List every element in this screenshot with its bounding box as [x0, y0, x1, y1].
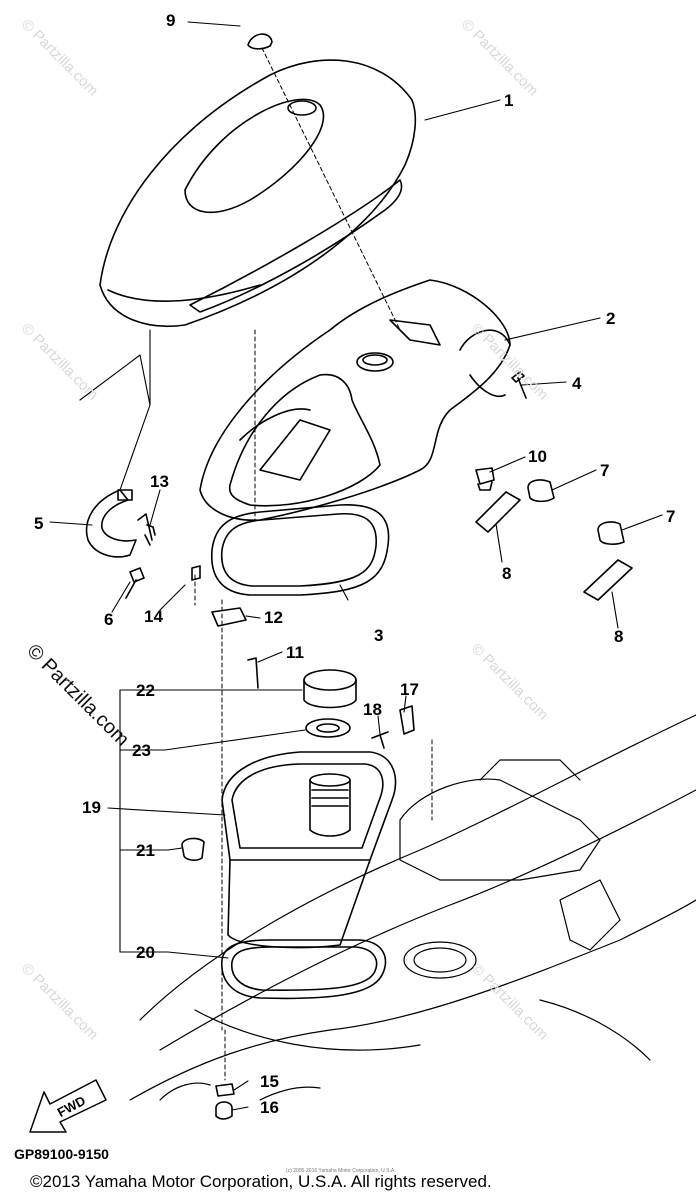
part-label-1: 1 [504, 91, 514, 110]
part-label-7: 7 [600, 461, 610, 480]
part-label-5: 5 [34, 514, 44, 533]
part-label-10: 10 [528, 447, 547, 466]
hood-cover [99, 33, 417, 327]
part-label-18: 18 [363, 700, 382, 719]
part-label-15: 15 [260, 1072, 279, 1091]
part-label-20: 20 [136, 943, 155, 962]
part-label-21: 21 [136, 841, 155, 860]
pad-8b [583, 559, 633, 601]
part-label-9: 9 [166, 11, 176, 30]
part-label-6: 6 [104, 610, 114, 629]
gasket [210, 504, 390, 596]
copyright: ©2013 Yamaha Motor Corporation, U.S.A. A… [30, 1172, 492, 1191]
cap-7a [527, 479, 555, 503]
part-label-4: 4 [572, 374, 582, 393]
tiny-note: (c) 2005-2016 Yamaha Motor Corporation, … [286, 1168, 396, 1174]
part-label-2: 2 [606, 309, 616, 328]
part-label-12: 12 [264, 608, 283, 627]
lower-gasket [221, 939, 387, 1000]
ring-23 [305, 718, 351, 738]
hull-deck [129, 714, 696, 1101]
part-label-22: 22 [136, 681, 155, 700]
drawing-code: GP89100-9150 [14, 1146, 109, 1162]
part-label-7: 7 [666, 507, 676, 526]
strap [85, 489, 137, 558]
deck-frame [199, 279, 511, 521]
part-label-23: 23 [132, 741, 151, 760]
part-label-8: 8 [614, 627, 624, 646]
clip-10 [475, 467, 495, 491]
screw-4 [511, 371, 527, 399]
part-label-13: 13 [150, 472, 169, 491]
part-label-11: 11 [286, 643, 304, 662]
cap-22 [303, 669, 357, 709]
part-label-3: 3 [374, 626, 384, 645]
cap-7b [597, 521, 625, 545]
plug-21 [181, 837, 205, 861]
fwd-arrow [29, 1079, 107, 1133]
part-label-16: 16 [260, 1098, 279, 1117]
part-label-14: 14 [144, 607, 163, 626]
part-label-8: 8 [502, 564, 512, 583]
part-label-19: 19 [82, 798, 101, 817]
part-label-17: 17 [400, 680, 419, 699]
storage-box [221, 751, 397, 949]
pad-8a [475, 491, 521, 533]
